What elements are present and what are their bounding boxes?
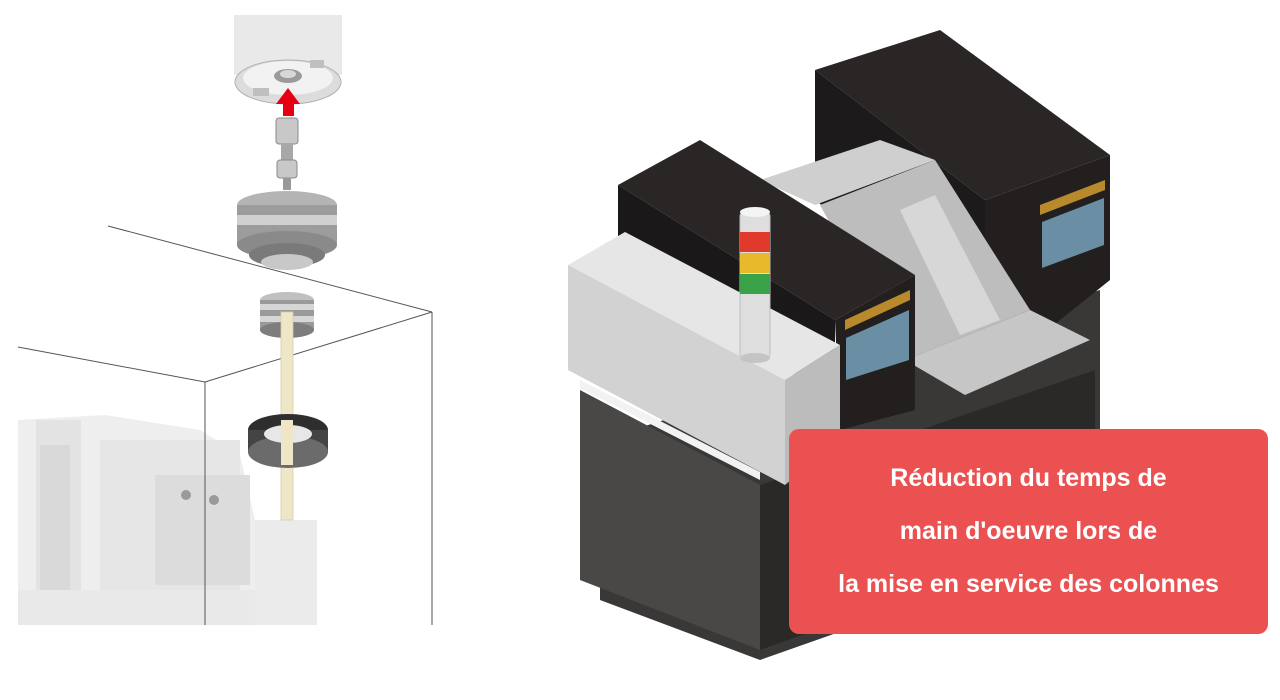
column-connector bbox=[275, 117, 299, 190]
column-fitting-illustration bbox=[17, 15, 433, 625]
caption-box: Réduction du temps de main d'oeuvre lors… bbox=[789, 429, 1268, 634]
caption-line-2: main d'oeuvre lors de bbox=[899, 517, 1158, 545]
signal-tower-icon bbox=[739, 207, 771, 363]
injector-port bbox=[234, 15, 342, 105]
red-arrow-up-icon bbox=[276, 88, 300, 116]
column-nut bbox=[237, 191, 337, 270]
caption-line-1: Réduction du temps de bbox=[890, 464, 1167, 492]
instrument-panel bbox=[18, 415, 317, 625]
oven-wireframe bbox=[17, 225, 433, 625]
oven-top bbox=[760, 140, 1090, 395]
caption-line-3: la mise en service des colonnes bbox=[838, 570, 1219, 598]
column-ring bbox=[248, 414, 328, 468]
